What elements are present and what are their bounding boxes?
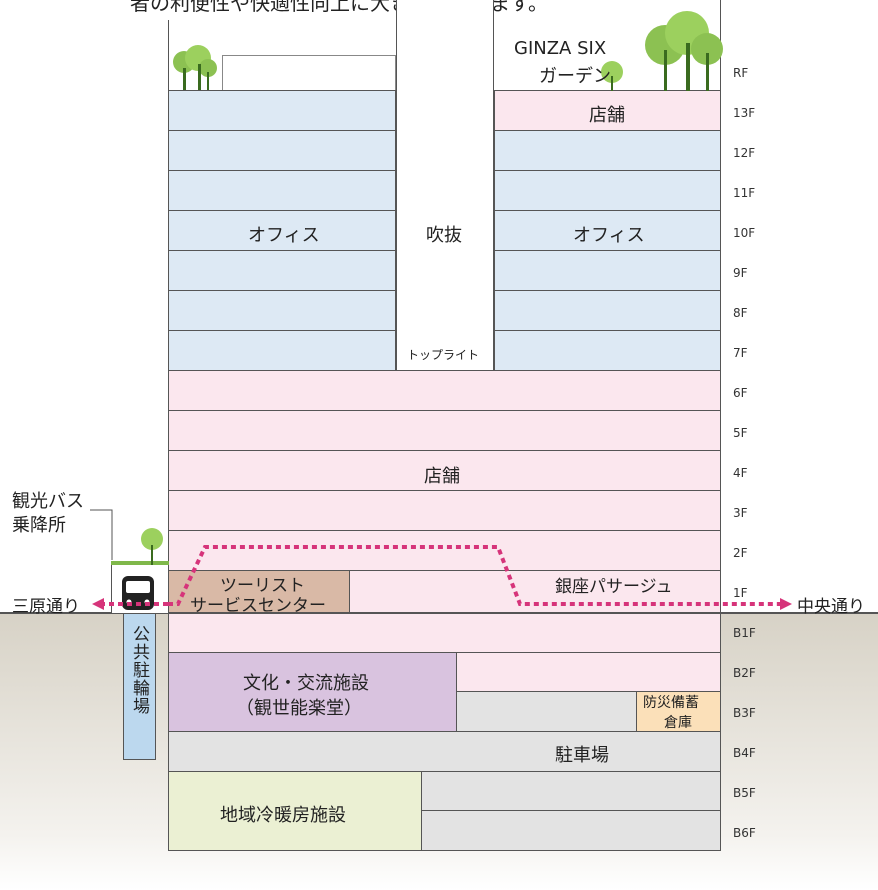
floor-block [168, 290, 396, 331]
floor-label: RF [733, 66, 749, 80]
disaster-storage-block [636, 691, 721, 732]
roof-parapet [222, 55, 396, 91]
ginza-passage-label: 銀座パサージュ [555, 577, 673, 597]
tree-icon [141, 528, 163, 565]
floor-block [168, 490, 721, 531]
shop-main-label: 店舗 [424, 466, 460, 487]
heating-facility-block [168, 771, 422, 851]
bus-stop-label: 観光バス 乗降所 [12, 491, 84, 536]
culture-facility-label-line2: （観世能楽堂） [236, 698, 362, 719]
floor-label: 3F [733, 506, 748, 520]
office-left-label: オフィス [248, 225, 320, 246]
floor-block [168, 330, 396, 371]
top-left-wall [168, 20, 169, 91]
culture-facility-label-line1: 文化・交流施設 [243, 673, 369, 694]
floor-label: 7F [733, 346, 748, 360]
tourist-center-label-line1: ツーリスト [220, 576, 305, 596]
floor-label: 6F [733, 386, 748, 400]
floor-label: 1F [733, 586, 748, 600]
bicycle-parking-block [123, 613, 156, 760]
garden-label-line2: ガーデン [539, 66, 611, 87]
floor-label: B4F [733, 746, 756, 760]
floor-label: 5F [733, 426, 748, 440]
disaster-storage-label-line2: 倉庫 [664, 715, 692, 731]
tourist-center-label-line2: サービスセンター [190, 596, 326, 616]
bus-stop-leader [90, 509, 113, 560]
tree-icon [173, 45, 217, 90]
floor-block [168, 410, 721, 451]
floor-block [168, 210, 396, 251]
floor-label: 8F [733, 306, 748, 320]
atrium-label: 吹抜 [426, 225, 462, 246]
floor-block [168, 450, 721, 491]
floor-block [456, 652, 721, 692]
floor-label: B6F [733, 826, 756, 840]
parking-label: 駐車場 [555, 745, 609, 766]
garden-label-line1: GINZA SIX [514, 38, 607, 59]
toplight-label: トップライト [407, 348, 480, 362]
floor-block [494, 250, 721, 291]
disaster-storage-label-line1: 防災備蓄 [643, 695, 699, 711]
floor-label: 9F [733, 266, 748, 280]
tree-icon [601, 61, 623, 91]
street-right-label: 中央通り [797, 597, 865, 617]
floor-label: B3F [733, 706, 756, 720]
tourist-center-block [168, 570, 350, 613]
public-parking-label: 公共駐輪場 [129, 625, 149, 715]
floor-block [168, 731, 721, 772]
floor-label: B2F [733, 666, 756, 680]
floor-block [168, 170, 396, 211]
floor-block [421, 810, 721, 851]
heating-facility-label: 地域冷暖房施設 [220, 805, 346, 826]
office-right-label: オフィス [573, 225, 645, 246]
floor-block [168, 530, 721, 571]
floor-block [168, 370, 721, 411]
tree-icon [645, 11, 723, 91]
bus-stop-roof-green [111, 561, 169, 565]
street-left-label: 三原通り [12, 597, 80, 617]
floor-label: 12F [733, 146, 756, 160]
shop-13f-label: 店舗 [589, 105, 625, 126]
floor-block [456, 691, 637, 732]
floor-block [494, 90, 721, 131]
floor-block [168, 250, 396, 291]
floor-label: 13F [733, 106, 756, 120]
floor-label: 10F [733, 226, 756, 240]
floor-block [168, 90, 396, 131]
floor-label: 11F [733, 186, 756, 200]
floor-label: 4F [733, 466, 748, 480]
floor-label: B1F [733, 626, 756, 640]
floor-block [494, 290, 721, 331]
floor-label: 2F [733, 546, 748, 560]
floor-label: B5F [733, 786, 756, 800]
